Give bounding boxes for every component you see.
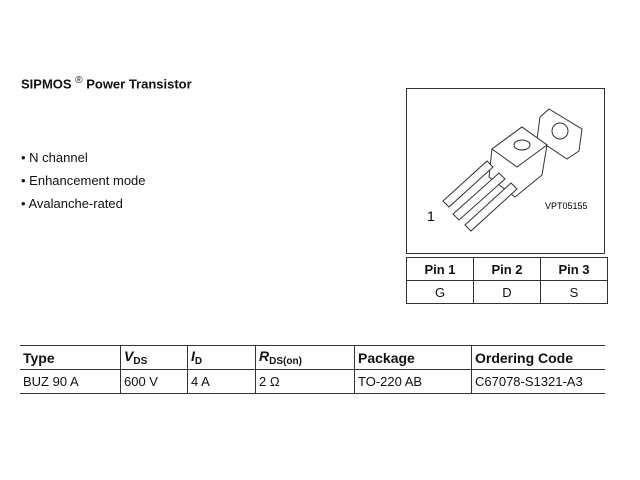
pin1-marker: 1: [427, 208, 435, 224]
table-row: BUZ 90 A 600 V 4 A 2 Ω TO-220 AB C67078-…: [20, 369, 605, 394]
document-title: SIPMOS ® Power Transistor: [21, 75, 192, 91]
header-rdson: RDS(on): [255, 345, 355, 370]
cell-rdson: 2 Ω: [255, 369, 355, 394]
pin-value: D: [473, 280, 541, 304]
header-type: Type: [20, 345, 121, 370]
pin-header: Pin 3: [540, 257, 608, 281]
table-header-row: Type VDS ID RDS(on) Package Ordering Cod…: [20, 345, 605, 370]
cell-ordering-code: C67078-S1321-A3: [471, 369, 605, 394]
package-drawing: 1 VPT05155: [406, 88, 605, 254]
pin-value: G: [406, 280, 474, 304]
header-vds: VDS: [120, 345, 188, 370]
feature-item: • Enhancement mode: [21, 173, 146, 188]
cell-vds: 600 V: [120, 369, 188, 394]
feature-item: • Avalanche-rated: [21, 196, 123, 211]
specs-table: Type VDS ID RDS(on) Package Ordering Cod…: [20, 345, 605, 394]
header-ordering-code: Ordering Code: [471, 345, 605, 370]
title-brand: SIPMOS: [21, 76, 72, 92]
pin-value: S: [540, 280, 608, 304]
cell-package: TO-220 AB: [354, 369, 472, 394]
to220-package-illustration: 1 VPT05155: [427, 108, 588, 232]
pin-header: Pin 2: [473, 257, 541, 281]
title-text: Power Transistor: [86, 76, 192, 92]
registered-mark: ®: [75, 75, 83, 86]
cell-id: 4 A: [187, 369, 256, 394]
cell-type: BUZ 90 A: [20, 369, 121, 394]
feature-item: • N channel: [21, 150, 88, 165]
header-package: Package: [354, 345, 472, 370]
pin-header: Pin 1: [406, 257, 474, 281]
package-code: VPT05155: [545, 201, 588, 211]
header-id: ID: [187, 345, 256, 370]
